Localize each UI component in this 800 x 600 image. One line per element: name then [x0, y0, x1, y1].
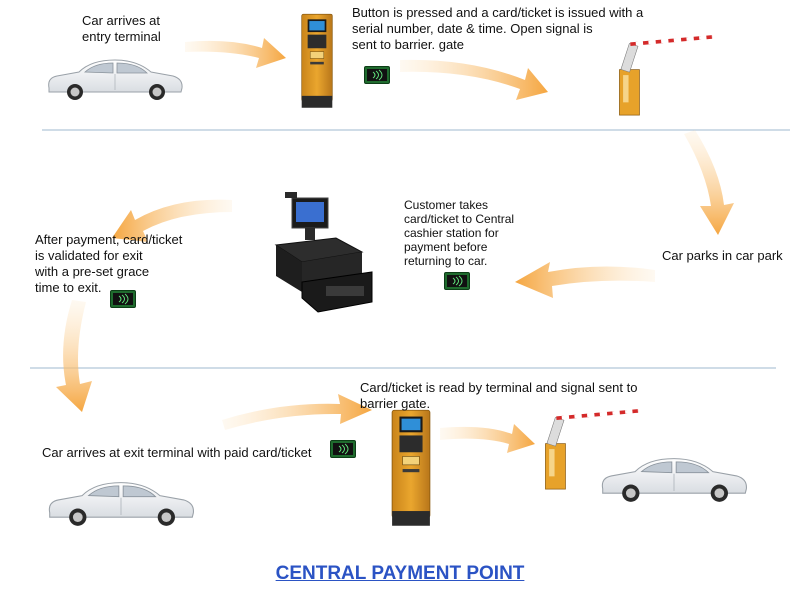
- card-ticket-icon: [444, 272, 470, 290]
- exit-terminal-icon: [391, 409, 431, 527]
- flow-arrow-icon: [515, 262, 655, 298]
- page-title: CENTRAL PAYMENT POINT: [275, 563, 525, 584]
- car-icon: [48, 482, 195, 527]
- flow-arrow-icon: [400, 59, 548, 100]
- step-card-read: Card/ticket is read by terminal and sign…: [360, 380, 638, 411]
- flow-arrow-icon: [222, 394, 372, 430]
- step-entry-arrival: Car arrives at entry terminal: [82, 13, 161, 44]
- entry-terminal-icon: [301, 13, 333, 109]
- step-after-payment: After payment, card/ticket is validated …: [35, 232, 183, 295]
- flow-arrow-icon: [185, 38, 286, 68]
- car-icon: [48, 59, 183, 101]
- cash-register-icon: [274, 192, 373, 313]
- step-ticket-issued: Button is pressed and a card/ticket is i…: [352, 5, 644, 52]
- flow-arrow-icon: [684, 130, 734, 235]
- step-car-parks: Car parks in car park: [662, 248, 783, 263]
- card-ticket-icon: [364, 66, 390, 84]
- flow-arrow-icon: [112, 199, 232, 242]
- car-icon: [601, 458, 748, 503]
- step-customer-takes: Customer takes card/ticket to Central ca…: [404, 198, 515, 268]
- flow-arrow-icon: [56, 300, 92, 412]
- step-exit-arrival: Car arrives at exit terminal with paid c…: [42, 445, 312, 460]
- flow-arrow-icon: [440, 424, 535, 453]
